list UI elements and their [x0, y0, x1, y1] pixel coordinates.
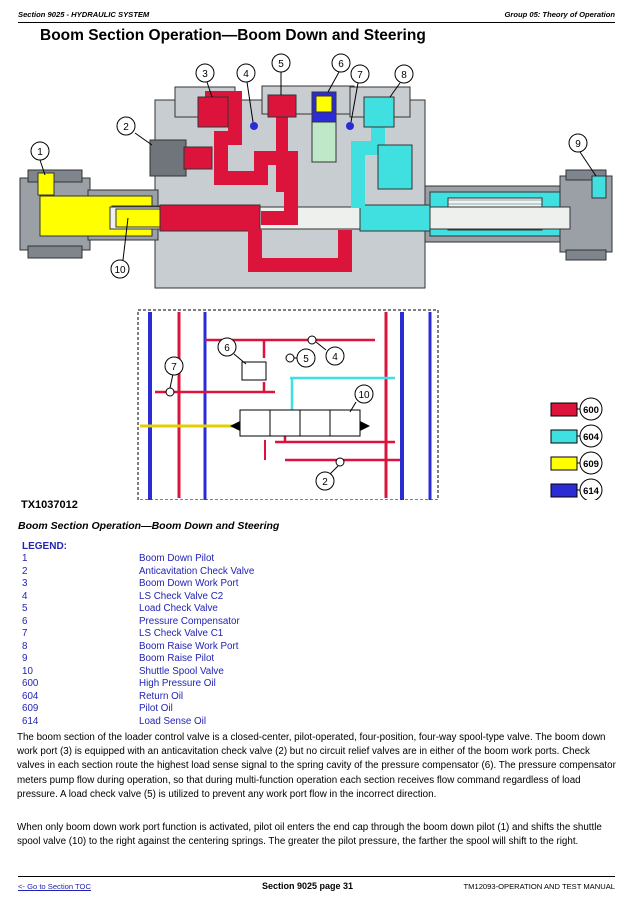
callout-4: 4 [243, 69, 249, 80]
schematic-callout-6: 6 [224, 343, 230, 354]
callout-2: 2 [123, 122, 129, 133]
legend-item-label: Boom Down Work Port [139, 578, 239, 589]
paragraph-2: When only boom down work port function i… [17, 822, 602, 848]
legend-item-number: 10 [22, 665, 33, 677]
legend-item-label: Boom Raise Pilot [139, 653, 215, 664]
header-group: Group 05: Theory of Operation [504, 10, 615, 19]
cutaway-callouts: 1 2 3 4 5 6 7 8 9 10 [30, 53, 597, 279]
legend-item-number: 7 [22, 628, 28, 639]
legend-item-number: 8 [22, 640, 28, 652]
page-footer: <- Go to Section TOC Section 9025 page 3… [18, 876, 615, 891]
callout-10: 10 [114, 265, 126, 276]
swatch-609 [550, 456, 578, 471]
schematic-callout-4: 4 [332, 352, 338, 363]
legend-item-number: 9 [22, 653, 28, 664]
legend-item-number: 5 [22, 603, 28, 614]
swatch-600 [550, 402, 578, 417]
legend-item-number: 3 [22, 578, 28, 589]
legend-item-label: Pressure Compensator [139, 615, 240, 627]
schematic-callout-5: 5 [303, 354, 309, 365]
legend-item-label: LS Check Valve C2 [139, 590, 224, 602]
legend-item-label: Anticavitation Check Valve [139, 565, 255, 577]
legend-item-label: Shuttle Spool Valve [139, 665, 224, 677]
legend-item-number: 4 [22, 590, 28, 602]
legend-item-label: High Pressure Oil [139, 678, 216, 689]
callout-5: 5 [278, 59, 284, 70]
legend-item-label: Boom Down Pilot [139, 553, 215, 564]
schematic-callouts: 6 5 4 7 10 2 [164, 337, 374, 491]
toc-link[interactable]: <- Go to Section TOC [18, 882, 91, 891]
schematic-callout-2: 2 [322, 477, 328, 488]
paragraph-1: The boom section of the loader control v… [17, 732, 616, 800]
callout-3: 3 [202, 69, 208, 80]
swatch-614 [550, 483, 578, 498]
callout-7: 7 [357, 70, 363, 81]
legend-code-614: 614 [583, 486, 600, 497]
swatch-604 [550, 429, 578, 444]
legend-item-number: 1 [22, 553, 28, 564]
legend-item-number: 614 [22, 715, 39, 727]
legend-item-label: Boom Raise Work Port [139, 640, 239, 652]
page-header: Section 9025 - HYDRAULIC SYSTEM Group 05… [18, 8, 615, 23]
legend-item-number: 604 [22, 690, 39, 702]
legend-item-label: LS Check Valve C1 [139, 628, 224, 639]
legend-item-number: 600 [22, 678, 39, 689]
legend-item-number: 609 [22, 703, 39, 714]
figure-code: TX1037012 [21, 499, 78, 511]
callout-8: 8 [401, 70, 407, 81]
legend-item-number: 6 [22, 615, 28, 627]
footer-manual: TM12093-OPERATION AND TEST MANUAL [463, 882, 616, 891]
legend-item-label: Load Sense Oil [139, 715, 206, 727]
legend-item-number: 2 [22, 565, 28, 577]
hydraulic-figure: 1 2 3 4 5 6 7 8 9 10 [19, 53, 613, 500]
header-section: Section 9025 - HYDRAULIC SYSTEM [18, 10, 150, 19]
valve-cutaway [19, 85, 613, 289]
schematic-callout-7: 7 [171, 362, 177, 373]
legend-code-600: 600 [583, 405, 599, 416]
legend-item-label: Pilot Oil [139, 703, 173, 714]
callout-6: 6 [338, 59, 344, 70]
callout-1: 1 [37, 147, 43, 158]
page-title: Boom Section Operation—Boom Down and Ste… [40, 27, 426, 44]
legend-item-label: Return Oil [139, 690, 184, 702]
legend-item-label: Load Check Valve [139, 603, 218, 614]
legend-heading: LEGEND: [22, 541, 67, 552]
color-legend: 600 604 609 614 [550, 397, 603, 500]
figure-caption: Boom Section Operation—Boom Down and Ste… [18, 520, 280, 532]
footer-page: Section 9025 page 31 [262, 881, 354, 891]
legend-code-604: 604 [583, 432, 600, 443]
valve-schematic [137, 309, 439, 500]
schematic-callout-10: 10 [358, 390, 370, 401]
legend-code-609: 609 [583, 459, 599, 470]
callout-9: 9 [575, 139, 581, 150]
